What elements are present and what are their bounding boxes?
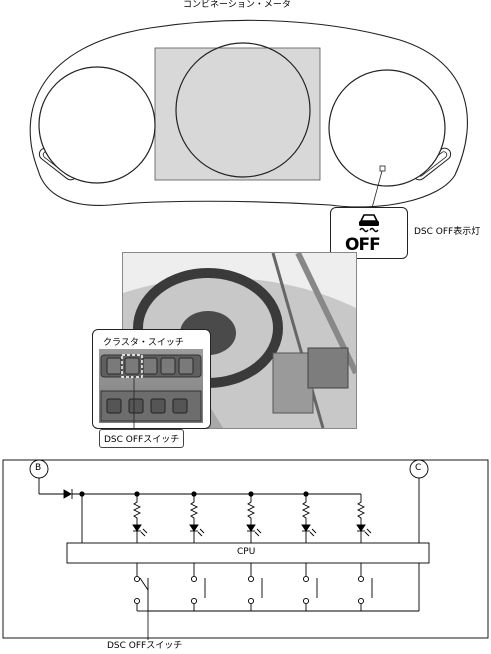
cpu-label: CPU bbox=[237, 547, 256, 557]
switch-4 bbox=[302, 563, 318, 611]
indicator-off-text: OFF bbox=[345, 235, 381, 255]
circuit-frame bbox=[2, 459, 489, 639]
cluster-switch-photo bbox=[99, 349, 203, 423]
switch-2 bbox=[190, 563, 206, 611]
terminal-b-label: B bbox=[35, 463, 42, 473]
diode bbox=[63, 489, 72, 499]
switch-button-3 bbox=[142, 357, 158, 375]
left-gauge bbox=[38, 66, 156, 184]
switch-button-4 bbox=[160, 357, 176, 375]
right-gauge bbox=[328, 69, 446, 187]
center-display bbox=[154, 47, 321, 181]
led-branch-1 bbox=[132, 494, 148, 543]
meter-housing bbox=[29, 19, 468, 208]
switch-button-1 bbox=[106, 357, 122, 375]
indicator-label: DSC OFF表示灯 bbox=[414, 227, 481, 237]
led-branch-4 bbox=[301, 494, 317, 543]
switch-3 bbox=[247, 563, 263, 611]
switch-button-5 bbox=[178, 357, 194, 375]
cpu-box bbox=[66, 542, 430, 564]
switch-1 bbox=[133, 563, 149, 612]
center-gauge bbox=[175, 42, 311, 178]
cluster-switch-inset: クラスタ・スイッチ bbox=[92, 329, 211, 429]
dsc-off-indicator-box: OFF bbox=[330, 207, 408, 259]
dsc-switch-highlight bbox=[121, 354, 143, 378]
led-branch-2 bbox=[189, 494, 205, 543]
switch-button-dsc-off bbox=[124, 357, 140, 375]
switch-5 bbox=[357, 563, 373, 611]
meter-title: コンビネーション・メータ bbox=[183, 0, 291, 10]
cluster-switch-title: クラスタ・スイッチ bbox=[103, 338, 184, 348]
skid-car-icon bbox=[359, 214, 379, 233]
led-branch-5 bbox=[356, 494, 372, 543]
dsc-switch-callout: DSC OFFスイッチ bbox=[99, 429, 185, 448]
led-branch-3 bbox=[246, 494, 262, 543]
combination-meter-drawing bbox=[29, 19, 468, 209]
switch-label: DSC OFFスイッチ bbox=[107, 641, 183, 651]
terminal-c-label: C bbox=[415, 463, 422, 473]
indicator-lamp-dot bbox=[379, 165, 386, 172]
